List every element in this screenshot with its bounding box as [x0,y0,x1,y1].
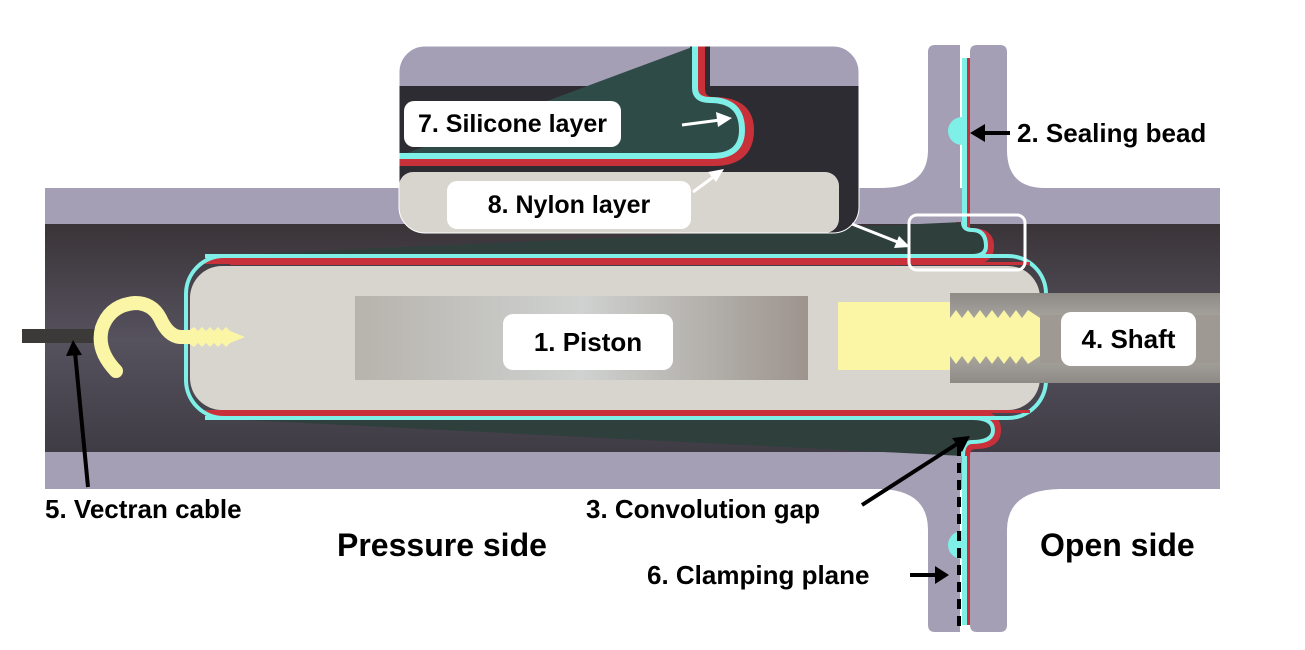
arrow-nylon [692,173,717,194]
brass-insert [838,302,953,370]
diaphragm-silicone-bottom [962,440,967,625]
label-sealing-bead: 2. Sealing bead [1017,118,1207,148]
label-nylon-layer: 8. Nylon layer [447,181,691,229]
flange-bottom-right [970,452,1060,632]
diaphragm-nylon-bottom [967,440,970,625]
arrow-silicone [681,118,721,127]
region-open-side: Open side [1040,527,1195,563]
label-clamping-plane: 6. Clamping plane [647,560,870,590]
region-pressure-side: Pressure side [337,527,547,563]
flange-top-right [970,45,1060,224]
diaphragm-silicone-top [962,58,967,238]
arrow-convolution-gap [860,440,962,507]
sealing-bead-top [948,117,962,145]
piston-nylon-bottom [230,410,1030,413]
piston-nylon-top [230,262,1030,265]
threaded-rod [950,310,1040,364]
arrow-inset-to-box [851,222,901,245]
label-shaft: 4. Shaft [1061,312,1196,366]
label-piston: 1. Piston [503,314,673,370]
hook [93,295,199,378]
diaphragm-nylon-top [967,58,970,238]
annotation-arrows [66,112,1010,584]
label-convolution-gap: 3. Convolution gap [586,494,820,524]
detail-highlight-box [907,213,1027,272]
flange-top-left [880,45,960,224]
label-vectran-cable: 5. Vectran cable [45,494,242,524]
vectran-cable [22,329,107,343]
flange-bottom-left [880,452,960,632]
arrow-vectran [73,351,90,488]
label-silicone-layer: 7. Silicone layer [404,101,621,147]
hook-screw [188,327,245,347]
